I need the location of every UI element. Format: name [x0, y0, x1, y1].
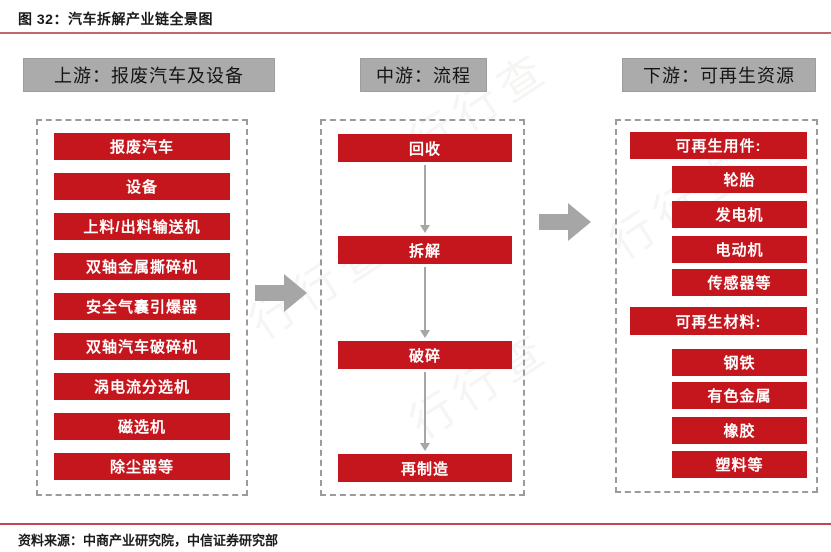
upstream-item: 涡电流分选机 [54, 373, 230, 400]
downstream-group-label: 可再生用件: [630, 132, 807, 159]
source-text: 资料来源：中商产业研究院，中信证券研究部 [18, 533, 279, 548]
upstream-item: 双轴金属撕碎机 [54, 253, 230, 280]
right-arrow-icon [255, 272, 307, 319]
upstream-item: 双轴汽车破碎机 [54, 333, 230, 360]
column-header-downstream: 下游：可再生资源 [622, 58, 816, 92]
column-header-upstream: 上游：报废汽车及设备 [23, 58, 275, 92]
downstream-panel: 可再生用件: 轮胎 发电机 电动机 传感器等 可再生材料: 钢铁 有色金属 橡胶… [615, 119, 818, 493]
downstream-item: 钢铁 [672, 349, 807, 376]
downstream-item: 有色金属 [672, 382, 807, 409]
upstream-item: 除尘器等 [54, 453, 230, 480]
upstream-item: 上料/出料输送机 [54, 213, 230, 240]
process-step: 回收 [338, 134, 512, 162]
upstream-item: 磁选机 [54, 413, 230, 440]
downstream-item: 传感器等 [672, 269, 807, 296]
downstream-item: 发电机 [672, 201, 807, 228]
column-header-midstream: 中游：流程 [360, 58, 487, 92]
midstream-panel: 回收 拆解 破碎 再制造 [320, 119, 525, 496]
downstream-item: 轮胎 [672, 166, 807, 193]
down-arrow-icon [420, 372, 430, 451]
process-step: 再制造 [338, 454, 512, 482]
right-arrow-icon [539, 201, 591, 248]
downstream-item: 电动机 [672, 236, 807, 263]
downstream-item: 橡胶 [672, 417, 807, 444]
process-step: 破碎 [338, 341, 512, 369]
figure-title: 图 32：汽车拆解产业链全景图 [18, 11, 213, 27]
down-arrow-icon [420, 267, 430, 338]
upstream-item: 报废汽车 [54, 133, 230, 160]
upstream-item: 安全气囊引爆器 [54, 293, 230, 320]
upstream-item: 设备 [54, 173, 230, 200]
source-rule [0, 523, 831, 525]
title-rule [0, 32, 831, 34]
downstream-group-label: 可再生材料: [630, 307, 807, 335]
down-arrow-icon [420, 165, 430, 233]
process-step: 拆解 [338, 236, 512, 264]
downstream-item: 塑料等 [672, 451, 807, 478]
upstream-panel: 报废汽车 设备 上料/出料输送机 双轴金属撕碎机 安全气囊引爆器 双轴汽车破碎机… [36, 119, 248, 496]
